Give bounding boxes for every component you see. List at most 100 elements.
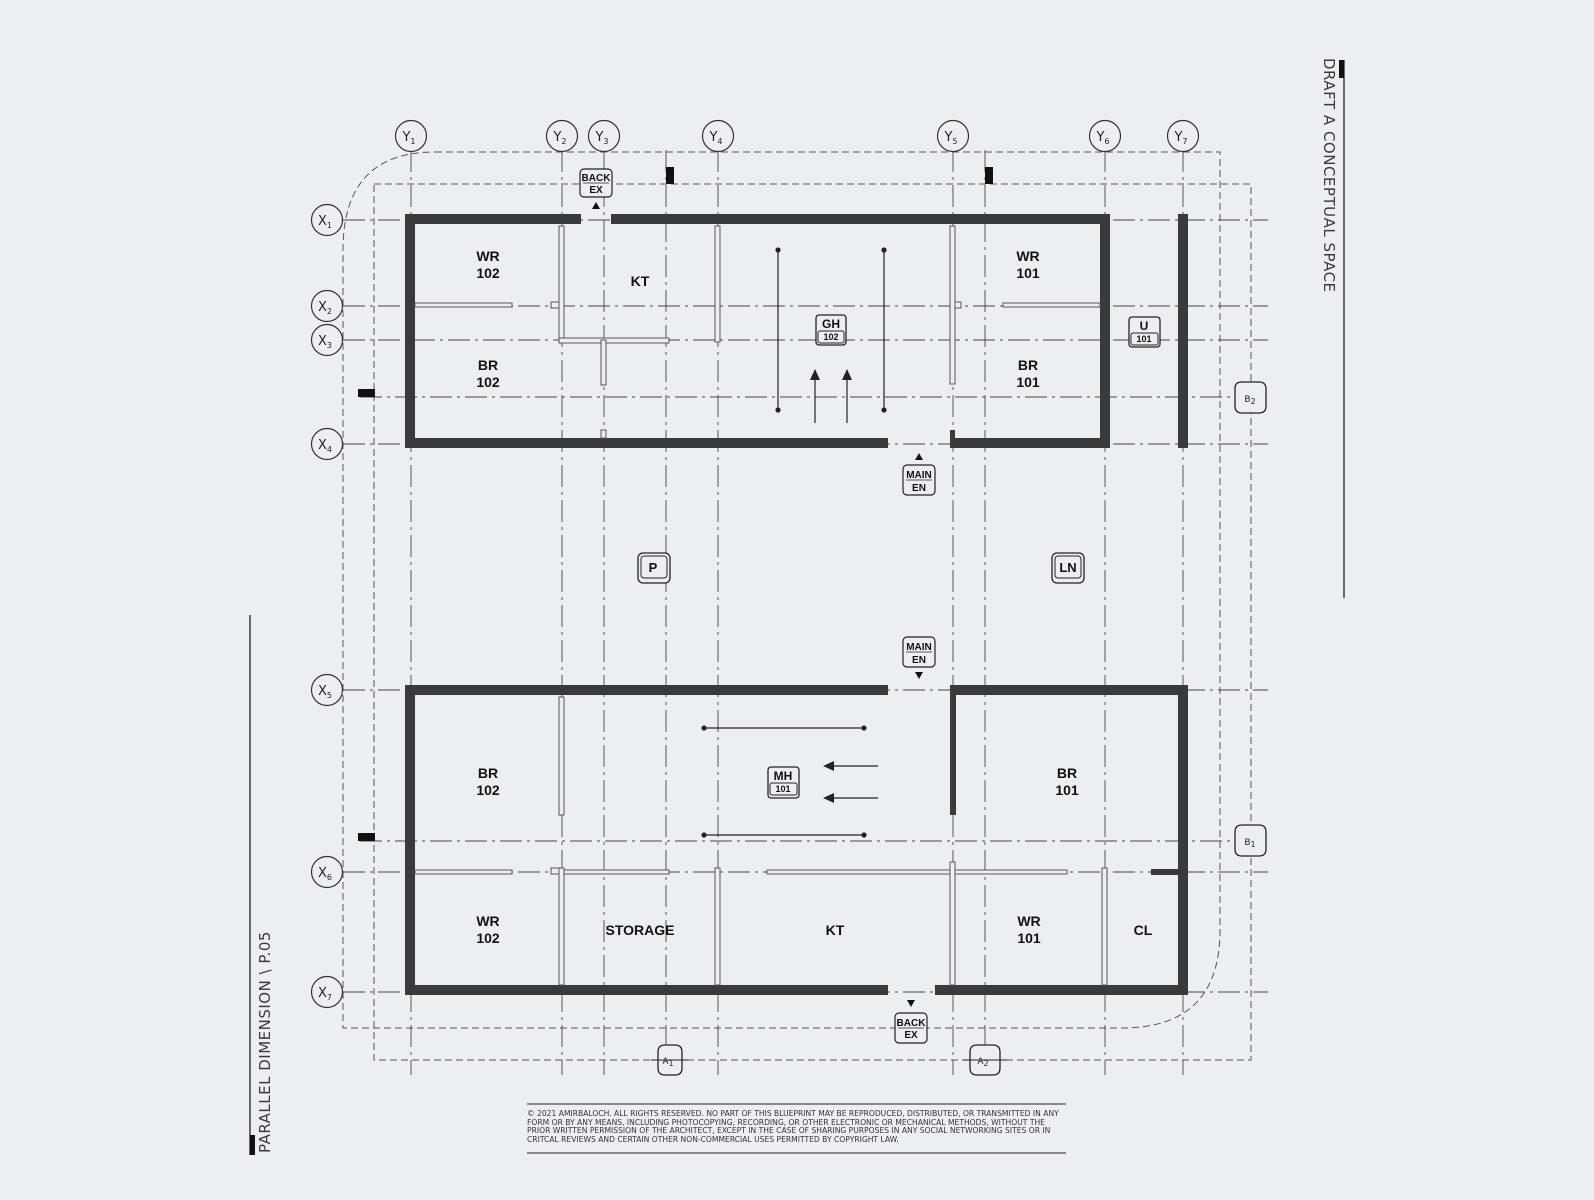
svg-text:101: 101 [1055, 782, 1079, 798]
room-wr-101-upper: WR 101 [1016, 248, 1040, 281]
section-marker-a1: A1 [651, 1044, 689, 1076]
grid-bubble-x2: X2 [310, 289, 344, 323]
svg-text:U: U [1140, 319, 1149, 333]
svg-text:WR: WR [476, 248, 499, 264]
svg-text:X3: X3 [318, 334, 332, 350]
svg-text:BACK: BACK [582, 173, 612, 184]
grid-row-markers: X1 X2 X3 X4 X5 X6 X7 [310, 203, 344, 1009]
stair-gh [775, 247, 887, 423]
sheet-title: PARALLEL DIMENSION \ P.05 [256, 931, 274, 1153]
section-marker-b1: B1 [1234, 824, 1267, 857]
lower-block-walls [405, 685, 1188, 995]
room-kt-upper: KT [631, 273, 650, 289]
svg-text:Y7: Y7 [1173, 130, 1187, 146]
room-tag-mh: MH 101 [767, 766, 800, 799]
svg-text:101: 101 [1017, 930, 1041, 946]
room-storage: STORAGE [606, 922, 675, 938]
parking-tag: P [637, 552, 671, 584]
svg-text:102: 102 [823, 332, 838, 342]
grid-bubble-y3: Y3 [587, 119, 621, 153]
room-br-101-upper: BR 101 [1016, 357, 1040, 390]
svg-text:Y6: Y6 [1095, 130, 1109, 146]
back-exit-tag-bottom: BACK EX [894, 1000, 928, 1044]
section-marker-a2: A2 [963, 1044, 1007, 1076]
room-br-102-upper: BR 102 [476, 357, 500, 390]
grid-bubble-x1: X1 [310, 203, 344, 237]
svg-text:B2: B2 [1244, 395, 1255, 406]
svg-text:STORAGE: STORAGE [606, 922, 675, 938]
svg-text:MAIN: MAIN [906, 642, 932, 653]
upper-block-partitions [414, 225, 1101, 439]
column-stubs [358, 167, 993, 841]
svg-text:X7: X7 [318, 986, 332, 1002]
site-boundary-inner [373, 183, 1252, 1061]
svg-text:BR: BR [478, 765, 498, 781]
svg-text:BR: BR [1018, 357, 1038, 373]
svg-text:102: 102 [476, 782, 500, 798]
drawing-title: DRAFT A CONCEPTUAL SPACE [1320, 58, 1338, 293]
svg-text:EN: EN [912, 655, 926, 666]
svg-text:A2: A2 [977, 1057, 988, 1068]
svg-text:WR: WR [1016, 248, 1039, 264]
grid-bubble-y2: Y2 [545, 119, 579, 153]
copyright-notice: © 2021 AMIRBALOCH. ALL RIGHTS RESERVED. … [527, 1109, 1059, 1144]
svg-text:101: 101 [1016, 265, 1040, 281]
svg-text:WR: WR [476, 913, 499, 929]
grid-bubble-x4: X4 [310, 427, 344, 461]
svg-text:X1: X1 [318, 214, 332, 230]
grid-bubble-y6: Y6 [1088, 119, 1122, 153]
svg-text:102: 102 [476, 265, 500, 281]
room-wr-102-lower: WR 102 [476, 913, 500, 946]
lawn-tag: LN [1051, 552, 1085, 584]
svg-text:101: 101 [775, 784, 790, 794]
svg-text:BR: BR [478, 357, 498, 373]
site-boundary-outer [342, 151, 1221, 1029]
svg-text:Y1: Y1 [401, 130, 415, 146]
svg-text:BR: BR [1057, 765, 1077, 781]
svg-text:X2: X2 [318, 300, 332, 316]
room-tag-utility: U 101 [1128, 316, 1161, 348]
grid-bubble-y5: Y5 [936, 119, 970, 153]
svg-text:P: P [649, 560, 658, 575]
svg-text:Y4: Y4 [708, 130, 722, 146]
svg-text:BACK: BACK [897, 1018, 927, 1029]
svg-text:B1: B1 [1244, 838, 1255, 849]
svg-text:X5: X5 [318, 684, 332, 700]
svg-text:KT: KT [631, 273, 650, 289]
svg-text:X6: X6 [318, 866, 332, 882]
svg-text:102: 102 [476, 374, 500, 390]
svg-text:EX: EX [589, 185, 603, 196]
svg-text:LN: LN [1059, 560, 1076, 575]
upper-block-walls [405, 214, 1188, 448]
stair-mh [701, 725, 878, 838]
svg-text:KT: KT [826, 922, 845, 938]
room-kt-lower: KT [826, 922, 845, 938]
svg-text:101: 101 [1136, 334, 1151, 344]
lower-block-partitions [414, 696, 1108, 986]
room-cl: CL [1134, 922, 1153, 938]
grid-bubble-x3: X3 [310, 323, 344, 357]
main-entry-tag-lower: MAIN EN [902, 636, 936, 679]
main-entry-tag-upper: MAIN EN [902, 453, 936, 496]
room-wr-102-upper: WR 102 [476, 248, 500, 281]
grid-bubble-x5: X5 [310, 673, 344, 707]
svg-text:WR: WR [1017, 913, 1040, 929]
grid-bubble-x7: X7 [310, 975, 344, 1009]
svg-text:102: 102 [476, 930, 500, 946]
grid-bubble-y4: Y4 [701, 119, 735, 153]
svg-text:EX: EX [904, 1030, 918, 1041]
back-exit-tag-top: BACK EX [579, 168, 613, 209]
room-br-102-lower: BR 102 [476, 765, 500, 798]
svg-text:Y2: Y2 [552, 130, 566, 146]
svg-text:X4: X4 [318, 438, 332, 454]
svg-text:A1: A1 [662, 1057, 673, 1068]
svg-text:EN: EN [912, 483, 926, 494]
grid-bubble-y7: Y7 [1166, 119, 1200, 153]
grid-column-markers: Y1 Y2 Y3 Y4 Y5 Y6 Y7 [394, 119, 1200, 153]
grid-lines-columns [410, 150, 1184, 1075]
grid-bubble-x6: X6 [310, 855, 344, 889]
room-br-101-lower: BR 101 [1055, 765, 1079, 798]
svg-text:CL: CL [1134, 922, 1153, 938]
svg-text:Y5: Y5 [943, 130, 957, 146]
